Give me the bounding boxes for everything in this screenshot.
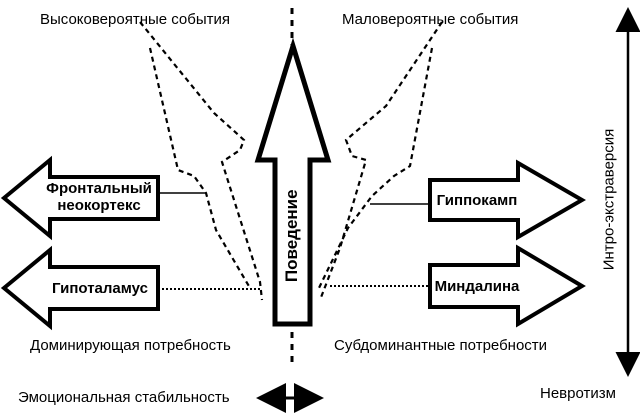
left-dashed-cone-2: [148, 47, 251, 289]
neuroticism-label: Невротизм: [540, 385, 616, 402]
frontal-line-2: неокортекс: [57, 197, 141, 215]
hippocampus-label: Гиппокамп: [436, 192, 518, 209]
frontal-neocortex-label: Фронтальный неокортекс: [40, 180, 158, 215]
right-dashed-cone-2: [317, 47, 434, 291]
dominant-need-label: Доминирующая потребность: [30, 337, 231, 354]
hippocampus-arrow-shape: [428, 159, 586, 241]
behavior-label: Поведение: [282, 189, 302, 283]
left-dashed-cone: [139, 21, 264, 301]
amygdala-label: Миндалина: [434, 278, 520, 295]
low-probability-events-label: Маловероятные события: [342, 11, 519, 28]
subdominant-needs-label: Субдоминантные потребности: [334, 337, 548, 354]
frontal-line-1: Фронтальный: [46, 180, 152, 197]
frontal-arrow-shape: [0, 155, 160, 241]
intro-extraversion-label: Интро-экстраверсия: [600, 128, 618, 271]
high-probability-events-label: Высоковероятные события: [40, 11, 231, 28]
behavior-arrow: [254, 37, 332, 327]
emotional-stability-label: Эмоциональная стабильность: [18, 389, 230, 406]
right-dashed-cone: [318, 21, 443, 301]
hypothalamus-label: Гипоталамус: [52, 280, 148, 297]
amygdala-arrow-shape: [428, 244, 586, 328]
